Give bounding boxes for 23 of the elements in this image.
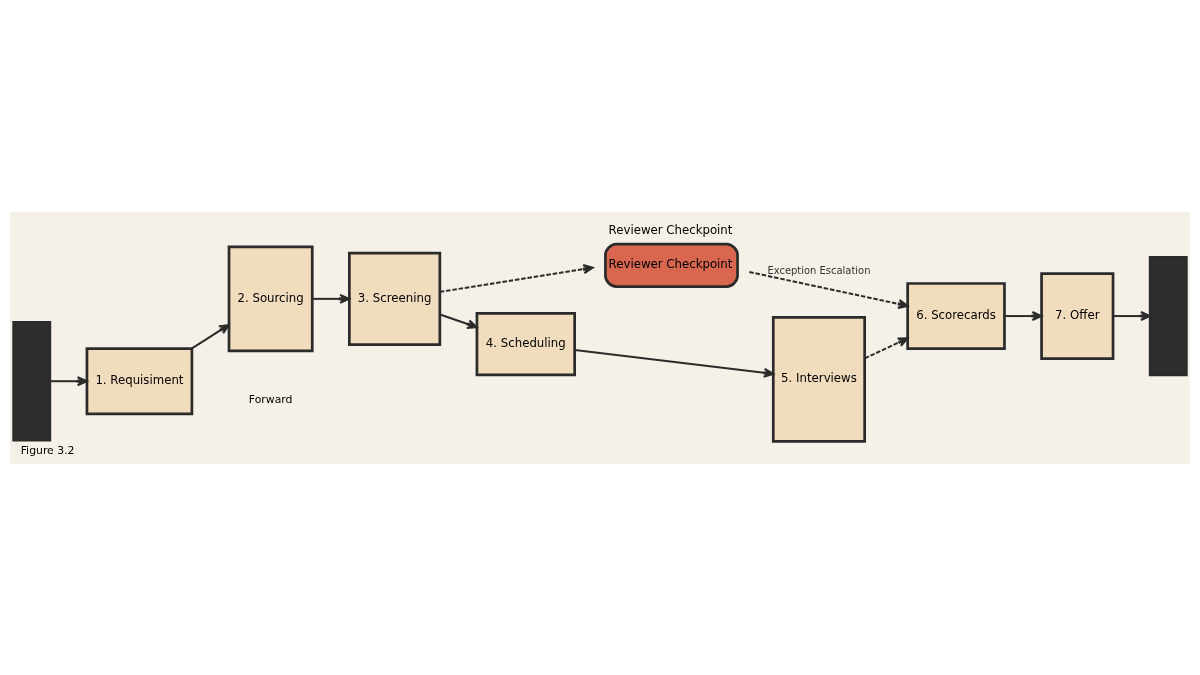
- caption: Figure 3.2: [20, 443, 75, 457]
- arrow: [48, 375, 88, 386]
- arrow: [573, 348, 775, 378]
- node-bar: [1148, 255, 1188, 376]
- arrow: [439, 312, 478, 329]
- arrow: [863, 336, 909, 359]
- arrow: [748, 270, 909, 309]
- node-bar: [12, 320, 52, 441]
- edge-label: Exception Escalation: [767, 264, 871, 276]
- node-box: 2. Sourcing: [227, 245, 314, 352]
- node-box: 7. Offer: [1040, 271, 1115, 360]
- node-box: 1. Requisiment: [85, 346, 194, 415]
- arrow: [438, 263, 594, 293]
- arrow: [311, 293, 351, 304]
- arrow: [1003, 310, 1043, 321]
- node-label: Reviewer Checkpoint: [608, 222, 733, 237]
- node-box: 3. Screening: [348, 251, 442, 346]
- arrow: [190, 323, 230, 349]
- node-box: 6. Scorecards: [906, 281, 1006, 350]
- arrow: [1112, 310, 1152, 321]
- label: Forward: [248, 392, 293, 406]
- node-box: 4. Scheduling: [475, 311, 576, 376]
- node-box: 5. Interviews: [771, 315, 867, 443]
